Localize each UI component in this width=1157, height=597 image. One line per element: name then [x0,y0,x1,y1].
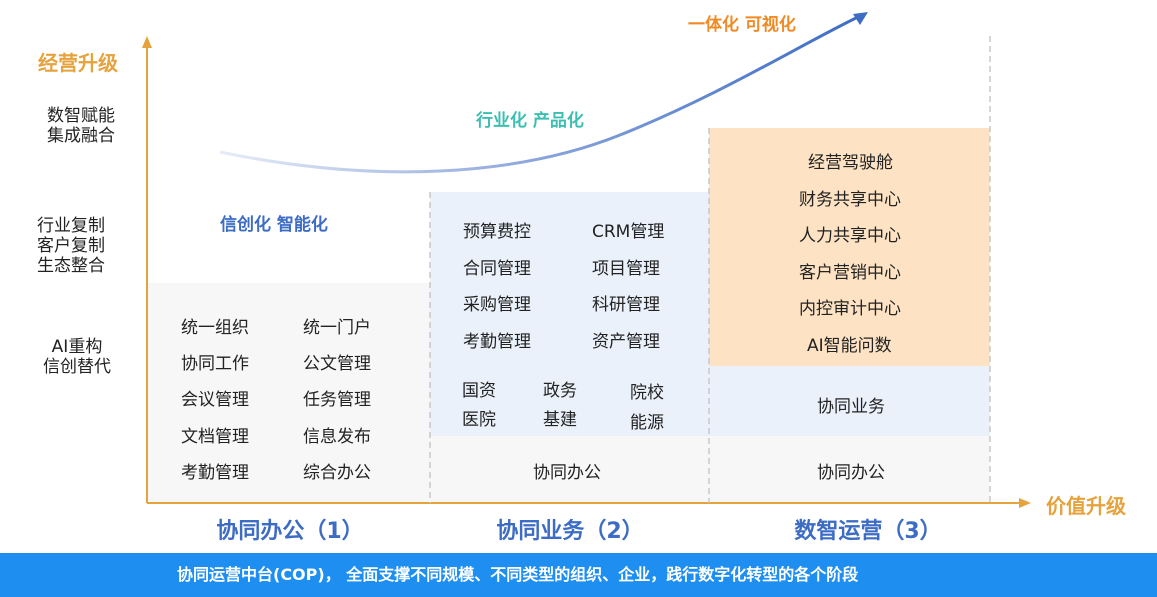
col2-industry: 政务 [543,381,577,401]
col2-item: 预算费控 [463,222,531,242]
column-3-base-box [709,436,990,503]
growth-curve-arrow [853,12,868,25]
col3-item: AI智能问数 [807,336,892,356]
col3-base: 协同办公 [817,463,885,483]
column-2-base-box [430,436,709,503]
curve-label-mid: 行业化 产品化 [476,111,584,131]
y-level-text: 信创替代 [43,357,111,377]
y-level-top: 数智赋能 集成融合 [26,106,136,146]
col2-industry: 基建 [543,410,577,430]
y-level-text: 客户复制 [37,236,105,256]
column-2-top-box [430,192,709,366]
col2-industry: 能源 [630,413,664,433]
column-title-1: 协同办公（1） [216,519,364,544]
col1-item: 任务管理 [303,390,371,410]
col2-base: 协同办公 [533,463,601,483]
col2-item: 项目管理 [592,259,660,279]
col2-item: CRM管理 [592,222,665,242]
column-2-industry-box [430,366,709,436]
footer-text: 协同运营中台(COP)， 全面支撑不同规模、不同类型的组织、企业，践行数字化转型… [177,565,859,584]
y-level-middle: 行业复制 客户复制 生态整合 [16,216,126,276]
col2-industry: 国资 [462,381,496,401]
col3-item: 经营驾驶舱 [808,153,893,173]
y-level-text: 数智赋能 [47,106,115,126]
col1-item: 统一门户 [303,318,371,338]
curve-label-low: 信创化 智能化 [220,215,328,235]
col2-item: 科研管理 [592,295,660,315]
col3-item: 人力共享中心 [799,226,901,246]
col1-item: 考勤管理 [181,463,249,483]
y-axis-title: 经营升级 [38,51,118,75]
col1-item: 文档管理 [181,427,249,447]
col1-item: 协同工作 [181,354,249,374]
y-axis-arrow [142,36,152,48]
y-level-text: 生态整合 [37,256,105,276]
x-axis-title: 价值升级 [1046,494,1126,518]
col1-item: 公文管理 [303,354,371,374]
col3-item: 内控审计中心 [799,299,901,319]
col2-item: 采购管理 [463,295,531,315]
y-level-bottom: AI重构 信创替代 [22,337,132,377]
x-axis-arrow [1019,498,1031,508]
y-level-text: 行业复制 [37,216,105,236]
column-1-box [148,283,430,503]
column-3-middle-box [709,366,990,436]
growth-curve [219,14,861,174]
col1-item: 信息发布 [303,427,371,447]
col2-item: 考勤管理 [463,332,531,352]
column-title-2: 协同业务（2） [496,519,644,544]
column-3-top-box [709,128,990,366]
curve-label-high: 一体化 可视化 [688,15,796,35]
diagram-lines [142,12,1031,508]
col2-industry: 院校 [630,383,664,403]
col3-item: 财务共享中心 [799,190,901,210]
col1-item: 综合办公 [303,463,371,483]
col1-item: 会议管理 [181,390,249,410]
y-level-text: 集成融合 [47,126,115,146]
col2-industry: 医院 [462,410,496,430]
col2-item: 资产管理 [592,332,660,352]
col3-item: 客户营销中心 [799,263,901,283]
col2-item: 合同管理 [463,259,531,279]
col3-middle: 协同业务 [817,397,885,417]
y-level-text: AI重构 [51,337,103,357]
col1-item: 统一组织 [181,318,249,338]
footer-banner: 协同运营中台(COP)， 全面支撑不同规模、不同类型的组织、企业，践行数字化转型… [0,553,1157,597]
column-title-3: 数智运营（3） [794,519,942,544]
